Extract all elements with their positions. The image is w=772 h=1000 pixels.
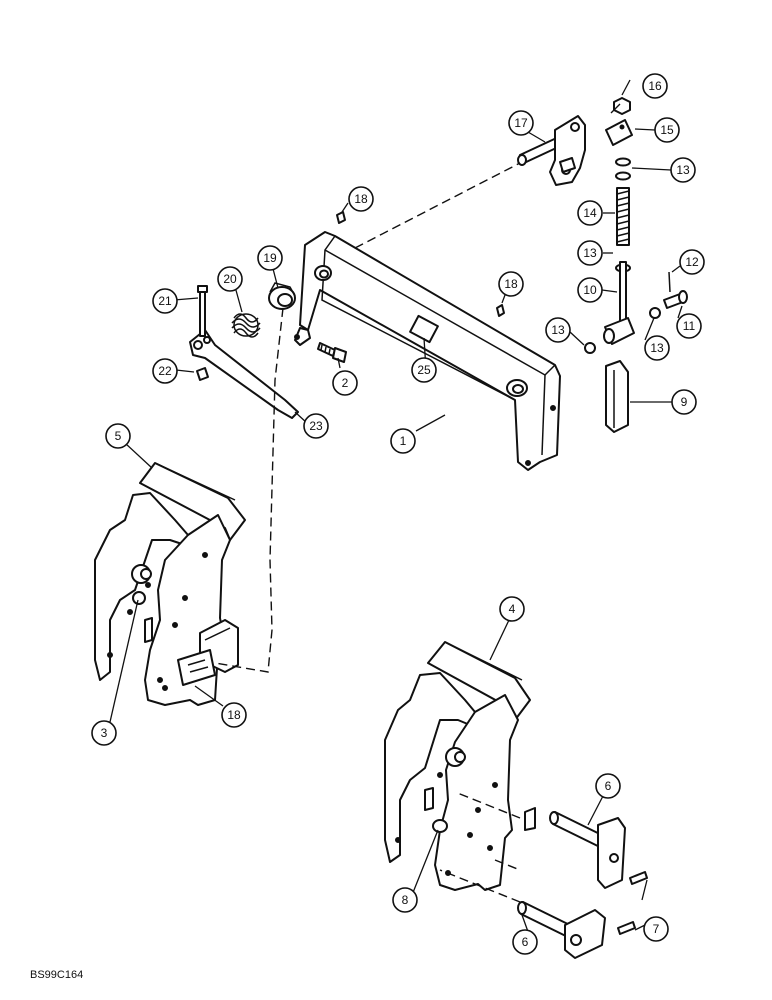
svg-text:11: 11: [683, 319, 696, 333]
spring-part-20: [231, 313, 261, 338]
block-part-15: [605, 119, 633, 146]
callout-18-mid: 18: [498, 271, 524, 297]
callout-6-upper: 6: [595, 773, 621, 799]
plate-part-9: [605, 360, 629, 433]
callout-10: 10: [577, 277, 603, 303]
callout-5: 5: [105, 423, 131, 449]
callout-13-right: 13: [644, 335, 670, 361]
svg-text:3: 3: [101, 726, 108, 740]
lock-pin-part-6-upper: [549, 811, 648, 889]
callout-9: 9: [671, 389, 697, 415]
svg-text:7: 7: [653, 922, 660, 936]
callout-2: 2: [332, 370, 358, 396]
svg-text:19: 19: [263, 251, 277, 265]
pivot-bushing-part-19: [268, 282, 296, 310]
right-bushing: [506, 379, 528, 397]
clevis-pin-part-11: [663, 290, 688, 309]
callout-16: 16: [642, 73, 668, 99]
spring-part-14: [616, 187, 630, 246]
callout-7: 7: [643, 916, 669, 942]
svg-text:13: 13: [676, 163, 690, 177]
nut-part-22: [196, 367, 209, 381]
washer-part-13-left: [584, 342, 596, 354]
callout-13-mid: 13: [577, 240, 603, 266]
callout-15: 15: [654, 117, 680, 143]
svg-text:17: 17: [514, 116, 528, 130]
callout-8: 8: [392, 887, 418, 913]
pin-part-21: [197, 285, 208, 337]
svg-text:14: 14: [583, 206, 597, 220]
assembly-guide-lines: [214, 162, 521, 903]
svg-text:18: 18: [354, 192, 368, 206]
drawing-code: BS99C164: [30, 969, 83, 981]
callout-4: 4: [499, 596, 525, 622]
svg-text:6: 6: [605, 779, 612, 793]
svg-text:2: 2: [342, 376, 349, 390]
upper-bushing: [314, 265, 332, 281]
leader-lines: [109, 79, 683, 941]
callout-19: 19: [257, 245, 283, 271]
callout-14: 14: [577, 200, 603, 226]
svg-text:16: 16: [648, 79, 662, 93]
svg-text:25: 25: [417, 363, 431, 377]
nut-part-16: [613, 97, 631, 115]
svg-text:23: 23: [309, 419, 323, 433]
lock-pin-part-6-lower: [517, 901, 636, 959]
svg-text:22: 22: [158, 364, 172, 378]
bracket-assembly: [549, 115, 586, 186]
svg-text:10: 10: [583, 283, 597, 297]
callout-18-bottom: 18: [221, 702, 247, 728]
callout-3: 3: [91, 720, 117, 746]
svg-text:6: 6: [522, 935, 529, 949]
callout-6-lower: 6: [512, 929, 538, 955]
svg-text:5: 5: [115, 429, 122, 443]
washers-part-13-upper: [615, 157, 631, 181]
callout-21: 21: [152, 288, 178, 314]
coupler-part-4: [384, 641, 536, 891]
callout-11: 11: [676, 313, 702, 339]
callout-18-top: 18: [348, 186, 374, 212]
svg-text:18: 18: [504, 277, 518, 291]
callout-22: 22: [152, 358, 178, 384]
svg-text:13: 13: [650, 341, 664, 355]
svg-text:15: 15: [660, 123, 674, 137]
coupler-part-5: [94, 462, 246, 706]
svg-text:20: 20: [223, 272, 237, 286]
svg-text:1: 1: [400, 434, 407, 448]
callout-13-upper: 13: [670, 157, 696, 183]
callout-1: 1: [390, 428, 416, 454]
svg-text:18: 18: [227, 708, 241, 722]
svg-text:4: 4: [509, 602, 516, 616]
svg-text:13: 13: [551, 323, 565, 337]
callout-20: 20: [217, 266, 243, 292]
callout-25: 25: [411, 357, 437, 383]
svg-text:9: 9: [681, 395, 688, 409]
rod-part-10: [603, 261, 635, 345]
svg-text:8: 8: [402, 893, 409, 907]
handle-part-23: [189, 329, 299, 419]
svg-text:13: 13: [583, 246, 597, 260]
washer-part-13-right: [649, 307, 661, 319]
decal-part-25: [409, 314, 439, 344]
svg-text:21: 21: [158, 294, 172, 308]
callout-13-left: 13: [545, 317, 571, 343]
cotter-pin-part-12: [668, 271, 671, 293]
bolt-part-2: [317, 342, 347, 363]
callout-17: 17: [508, 110, 534, 136]
callout-12: 12: [679, 249, 705, 275]
callout-23: 23: [303, 413, 329, 439]
svg-text:12: 12: [685, 255, 699, 269]
